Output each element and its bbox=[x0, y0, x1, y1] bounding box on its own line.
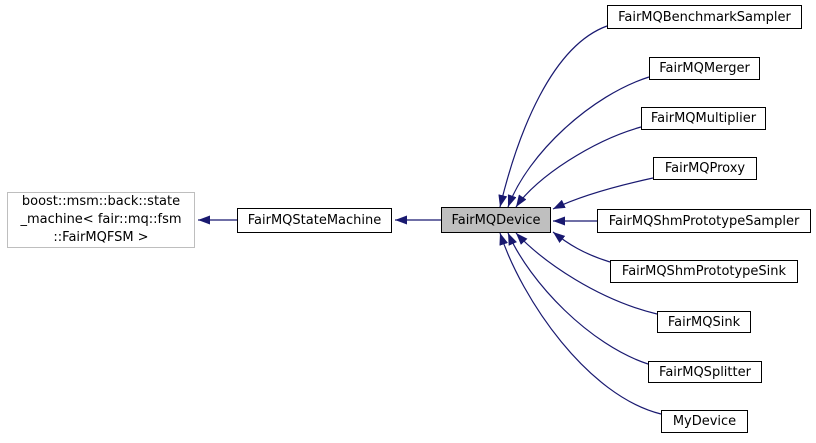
node-fairmqbenchmarksampler[interactable]: FairMQBenchmarkSampler bbox=[607, 5, 802, 29]
node-boost-msm-back-state-machine: boost::msm::back::state _machine< fair::… bbox=[7, 192, 195, 248]
node-fairmqshmprototypesink[interactable]: FairMQShmPrototypeSink bbox=[610, 260, 798, 283]
node-label-line: _machine< fair::mq::fsm bbox=[20, 212, 182, 227]
node-mydevice[interactable]: MyDevice bbox=[661, 410, 748, 433]
node-label-line: ::FairMQFSM > bbox=[53, 230, 149, 245]
node-fairmqmerger[interactable]: FairMQMerger bbox=[649, 57, 760, 80]
node-fairmqproxy[interactable]: FairMQProxy bbox=[653, 157, 757, 180]
node-fairmqshmprototypesampler[interactable]: FairMQShmPrototypeSampler bbox=[597, 209, 811, 233]
node-fairmqstatemachine[interactable]: FairMQStateMachine bbox=[237, 208, 392, 233]
node-fairmqmultiplier[interactable]: FairMQMultiplier bbox=[641, 107, 766, 130]
arrow-fairmqmerger-to-fairmqdevice bbox=[507, 76, 650, 208]
arrow-fairmqproxy-to-fairmqdevice bbox=[552, 177, 654, 210]
node-fairmqsplitter[interactable]: FairMQSplitter bbox=[648, 361, 762, 383]
node-fairmqsink[interactable]: FairMQSink bbox=[657, 311, 751, 333]
arrow-fairmqmultiplier-to-fairmqdevice bbox=[515, 126, 642, 208]
node-fairmqdevice: FairMQDevice bbox=[441, 207, 551, 233]
arrow-fairmqshmprototypesink-to-fairmqdevice bbox=[552, 231, 611, 263]
node-label-line: boost::msm::back::state bbox=[21, 194, 181, 209]
arrow-fairmqsplitter-to-fairmqdevice bbox=[507, 232, 649, 365]
arrow-fairmqbenchmarksampler-to-fairmqdevice bbox=[498, 25, 608, 208]
